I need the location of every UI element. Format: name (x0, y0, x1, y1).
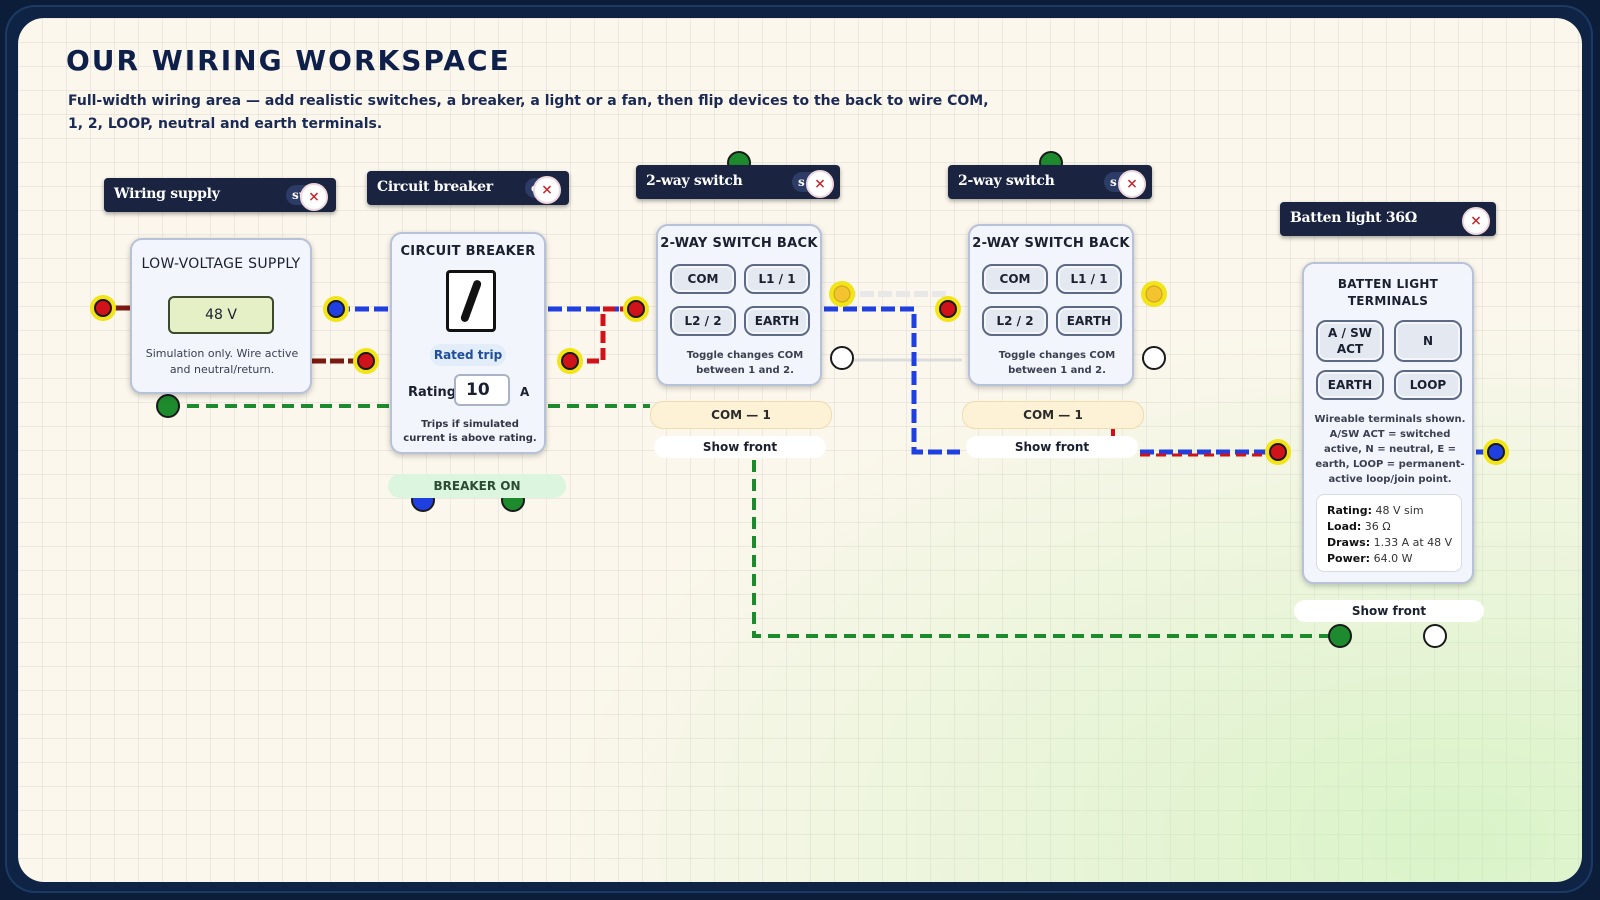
stat-rating: Rating: 48 V sim (1327, 504, 1424, 517)
supply-header[interactable]: Wiring supply su × (104, 178, 336, 212)
trip-note: Trips if simulated current is above rati… (403, 419, 537, 444)
supply-header-label: Wiring supply (114, 186, 220, 202)
supply-note: Simulation only. Wire active and neutral… (145, 347, 299, 376)
switch2-header[interactable]: 2-way switch s × (948, 165, 1152, 199)
close-icon[interactable]: × (533, 176, 561, 204)
switch2-l1-terminal-dot[interactable] (1145, 285, 1163, 303)
switch1-show-front-button[interactable]: Show front (654, 436, 826, 458)
switch2-l2-button[interactable]: L2 / 2 (982, 306, 1048, 336)
breaker-card[interactable]: CIRCUIT BREAKER Rated trip Rating 10 A T… (390, 232, 546, 454)
switch2-title: 2-WAY SWITCH BACK (972, 236, 1130, 251)
switch1-com-button[interactable]: COM (670, 264, 736, 294)
switch1-com-terminal-dot[interactable] (627, 300, 645, 318)
switch2-com-terminal-dot[interactable] (939, 300, 957, 318)
light-active-button[interactable]: A / SW ACT (1316, 320, 1384, 362)
switch1-l1-button[interactable]: L1 / 1 (744, 264, 810, 294)
rating-label: Rating (408, 385, 457, 400)
switch1-note: Toggle changes COM between 1 and 2. (686, 350, 804, 376)
light-neutral-button[interactable]: N (1394, 320, 1462, 362)
breaker-title: CIRCUIT BREAKER (400, 244, 536, 259)
switch1-title: 2-WAY SWITCH BACK (660, 236, 818, 251)
rating-unit: A (520, 385, 530, 399)
breaker-out-terminal-dot[interactable] (561, 352, 579, 370)
voltage-display[interactable]: 48 V (168, 296, 274, 334)
breaker-toggle[interactable] (446, 270, 496, 332)
switch1-state-badge: COM — 1 (650, 401, 832, 429)
supply-earth-terminal[interactable] (156, 394, 180, 418)
switch2-l2-terminal[interactable] (1142, 346, 1166, 370)
light-loop-terminal[interactable] (1423, 624, 1447, 648)
switch1-header-label: 2-way switch (646, 173, 743, 189)
switch2-header-label: 2-way switch (958, 173, 1055, 189)
breaker-header[interactable]: Circuit breaker c × (367, 171, 569, 205)
switch1-card[interactable]: 2-WAY SWITCH BACK COM L1 / 1 L2 / 2 EART… (656, 224, 822, 386)
close-icon[interactable]: × (806, 170, 834, 198)
switch2-note: Toggle changes COM between 1 and 2. (998, 350, 1116, 376)
light-header[interactable]: Batten light 36Ω × (1280, 202, 1496, 236)
wire-neutral[interactable] (824, 306, 960, 455)
light-show-front-button[interactable]: Show front (1294, 600, 1484, 622)
light-earth-terminal[interactable] (1328, 624, 1352, 648)
supply-card[interactable]: LOW-VOLTAGE SUPPLY 48 V Simulation only.… (130, 238, 312, 394)
light-neutral-terminal-dot[interactable] (1487, 443, 1505, 461)
supply-neutral-terminal-dot[interactable] (327, 300, 345, 318)
light-title: BATTEN LIGHT TERMINALS (1337, 277, 1439, 308)
supply-active-out-terminal-dot[interactable] (357, 352, 375, 370)
light-stats-panel: Rating: 48 V sim Load: 36 Ω Draws: 1.33 … (1316, 494, 1462, 572)
light-header-label: Batten light 36Ω (1290, 210, 1417, 226)
light-active-terminal-dot[interactable] (1269, 443, 1287, 461)
switch1-l1-terminal-dot[interactable] (833, 285, 851, 303)
switch1-l2-terminal[interactable] (830, 346, 854, 370)
switch1-header[interactable]: 2-way switch s × (636, 165, 840, 199)
supply-title: LOW-VOLTAGE SUPPLY (141, 256, 301, 272)
stat-draws: Draws: 1.33 A at 48 V (1327, 536, 1453, 549)
breaker-header-label: Circuit breaker (377, 179, 493, 195)
breaker-lever-icon (459, 278, 483, 324)
light-loop-button[interactable]: LOOP (1394, 370, 1462, 400)
close-icon[interactable]: × (1118, 170, 1146, 198)
light-earth-button[interactable]: EARTH (1316, 370, 1384, 400)
stat-load: Load: 36 Ω (1327, 520, 1391, 533)
switch1-earth-button[interactable]: EARTH (744, 306, 810, 336)
page-title: OUR WIRING WORKSPACE (66, 44, 511, 77)
switch2-l1-button[interactable]: L1 / 1 (1056, 264, 1122, 294)
wire-active[interactable] (570, 306, 636, 364)
stat-power: Power: 64.0 W (1327, 552, 1413, 565)
page-subtitle: Full-width wiring area — add realistic s… (68, 93, 989, 132)
switch1-l2-button[interactable]: L2 / 2 (670, 306, 736, 336)
switch2-com-button[interactable]: COM (982, 264, 1048, 294)
switch2-show-front-button[interactable]: Show front (966, 436, 1138, 458)
rated-trip-badge: Rated trip (430, 344, 506, 366)
switch2-state-badge: COM — 1 (962, 401, 1144, 429)
close-icon[interactable]: × (1462, 207, 1490, 235)
breaker-status-badge: BREAKER ON (388, 474, 566, 498)
supply-active-terminal-dot[interactable] (94, 299, 112, 317)
light-note: Wireable terminals shown. A/SW ACT = swi… (1314, 414, 1466, 485)
light-card[interactable]: BATTEN LIGHT TERMINALS A / SW ACT N EART… (1302, 262, 1474, 584)
switch2-earth-button[interactable]: EARTH (1056, 306, 1122, 336)
rating-input[interactable]: 10 (454, 374, 510, 406)
switch2-card[interactable]: 2-WAY SWITCH BACK COM L1 / 1 L2 / 2 EART… (968, 224, 1134, 386)
wire-earth[interactable] (752, 460, 1340, 638)
close-icon[interactable]: × (300, 183, 328, 211)
